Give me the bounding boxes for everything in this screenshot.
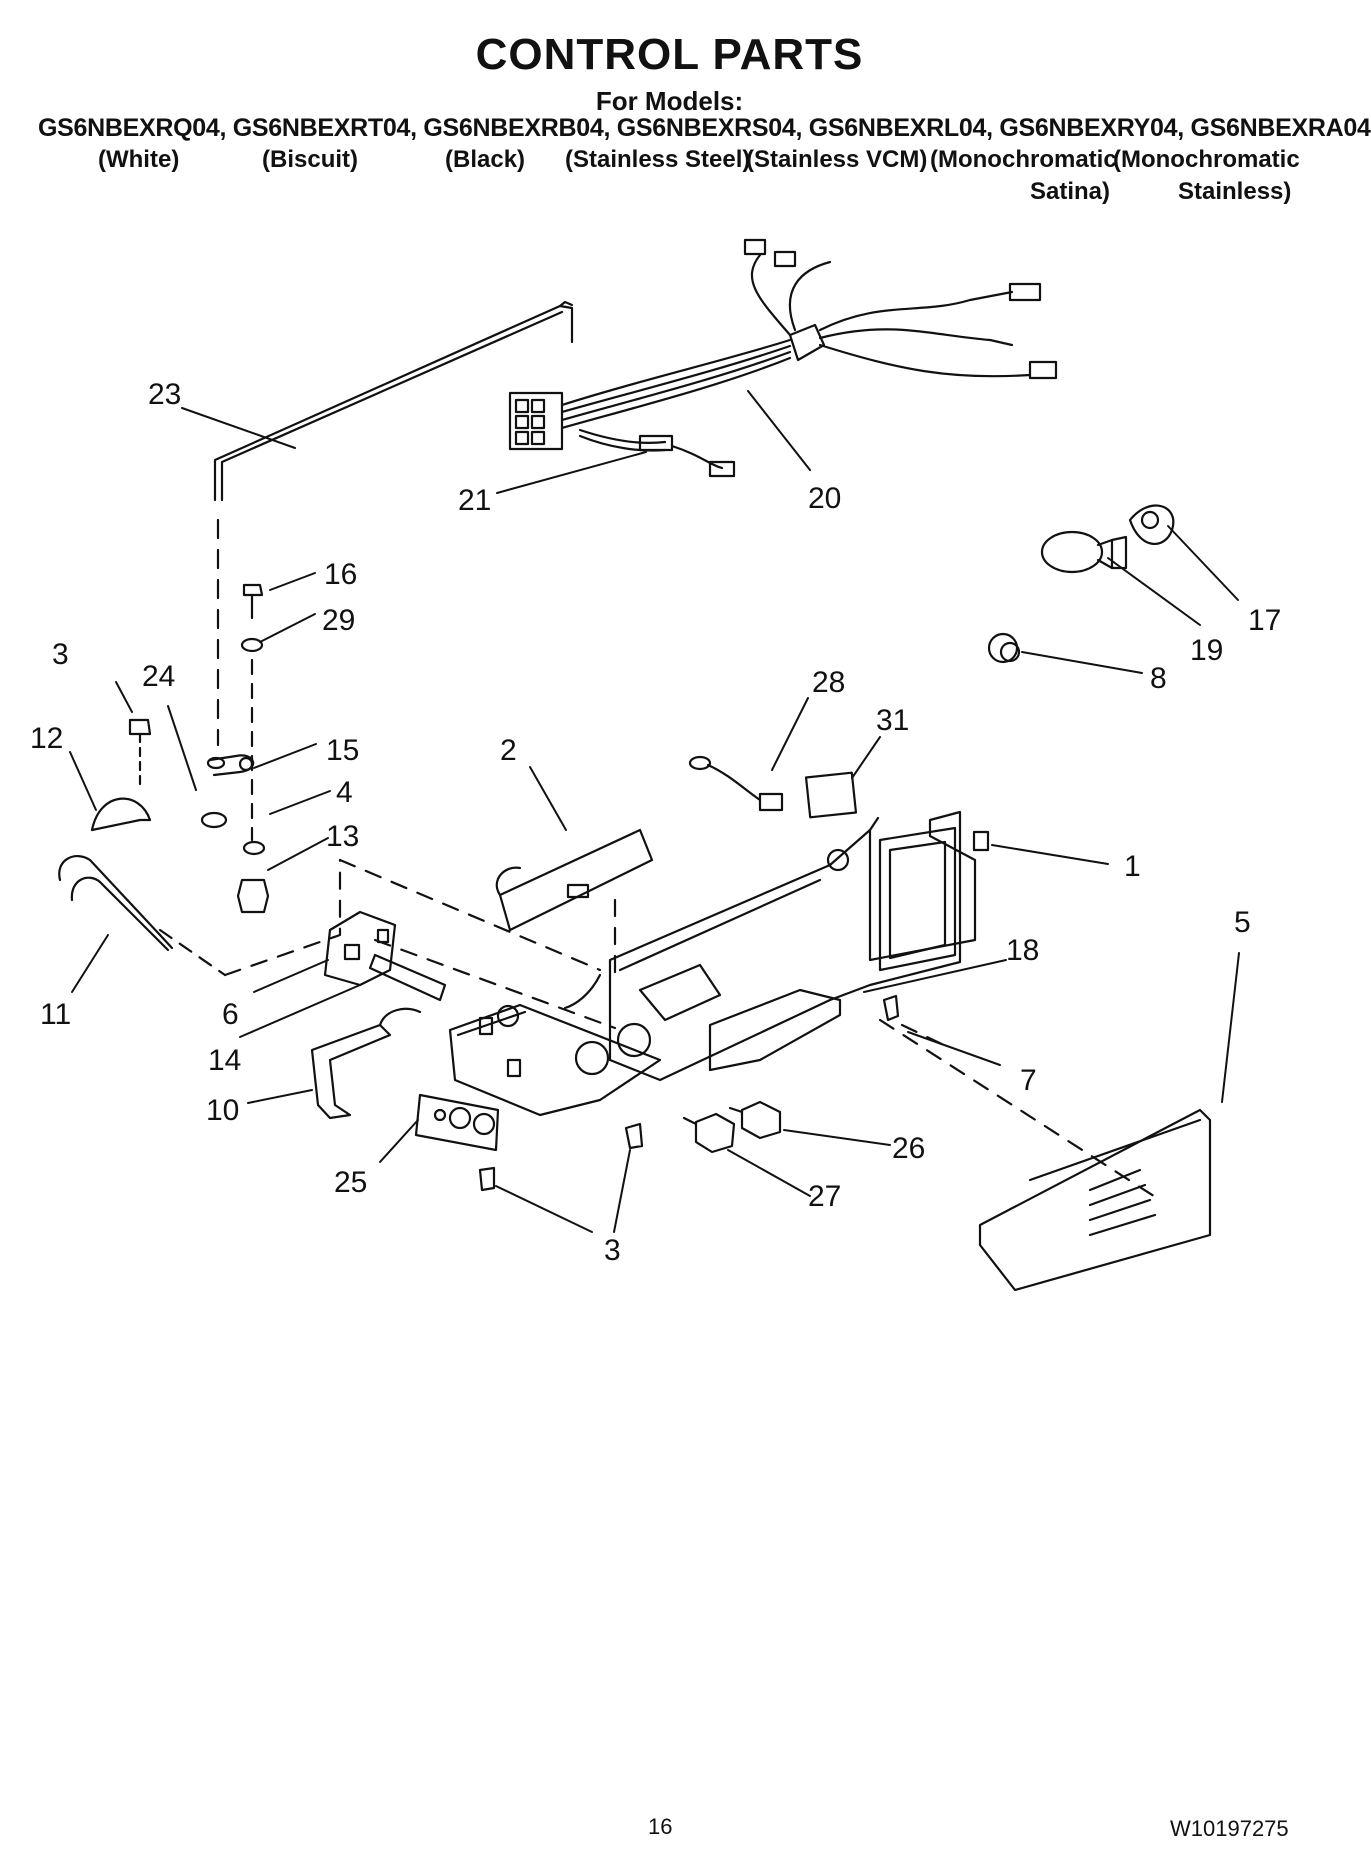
part-2-insulation — [495, 828, 654, 932]
part-20-21-wire-harness — [508, 238, 1058, 478]
callout-12: 12 — [30, 722, 63, 755]
variant-white: (White) — [98, 146, 180, 173]
part-31-pad — [804, 771, 858, 819]
variant-biscuit: (Biscuit) — [262, 146, 358, 173]
callout-17: 17 — [1248, 604, 1281, 637]
dashed-outlines — [223, 858, 1162, 1202]
variant-monochromatic-2: (Monochromatic — [1113, 146, 1300, 173]
part-25-bezel — [414, 1093, 500, 1152]
variant-stainless-steel: (Stainless Steel) — [565, 146, 751, 173]
part-18-shield — [708, 988, 842, 1072]
callout-21: 21 — [458, 484, 491, 517]
leader-lines — [69, 390, 1240, 1233]
callout-14: 14 — [208, 1044, 241, 1077]
callout-16: 16 — [324, 558, 357, 591]
callout-28: 28 — [812, 666, 845, 699]
variant-stainless-vcm: (Stainless VCM) — [746, 146, 928, 173]
part-1-control-housing — [448, 810, 990, 1117]
part-23-rod — [213, 300, 574, 502]
callout-1: 1 — [1124, 850, 1141, 883]
callout-8: 8 — [1150, 662, 1167, 695]
variant-satina: Satina) — [1030, 178, 1111, 205]
callout-20: 20 — [808, 482, 841, 515]
callout-29: 29 — [322, 604, 355, 637]
callout-10: 10 — [206, 1094, 239, 1127]
part-10-bracket — [310, 1007, 422, 1120]
variant-monochromatic-1: (Monochromatic — [930, 146, 1117, 173]
callout-3b: 3 — [604, 1234, 621, 1267]
part-17-19-lamp-and-socket — [1040, 504, 1175, 574]
callout-26: 26 — [892, 1132, 925, 1165]
callout-labels: 23 21 20 17 19 8 16 29 3 24 12 15 4 13 2… — [30, 378, 1281, 1267]
callout-11: 11 — [40, 998, 71, 1031]
callout-2: 2 — [500, 734, 517, 767]
callout-13: 13 — [326, 820, 359, 853]
part-8-plug — [987, 632, 1021, 664]
linkage-fasteners — [200, 583, 270, 914]
callout-6: 6 — [222, 998, 239, 1031]
callout-24: 24 — [142, 660, 175, 693]
model-numbers: GS6NBEXRQ04, GS6NBEXRT04, GS6NBEXRB04, G… — [38, 114, 1371, 142]
callout-4: 4 — [336, 776, 353, 809]
callout-7: 7 — [1020, 1064, 1037, 1097]
for-models-label: For Models: — [595, 86, 744, 116]
screws — [478, 994, 900, 1192]
variant-black: (Black) — [445, 146, 526, 173]
document-number: W10197275 — [1170, 1816, 1289, 1841]
page-title: CONTROL PARTS — [475, 30, 864, 79]
part-6-switch — [323, 910, 397, 987]
part-28-sensor — [688, 755, 784, 812]
exploded-parts-diagram: 23 21 20 17 19 8 16 29 3 24 12 15 4 13 2… — [30, 238, 1281, 1292]
callout-18: 18 — [1006, 934, 1039, 967]
part-5-grille — [978, 1108, 1212, 1292]
callout-3a: 3 — [52, 638, 69, 671]
part-11-12-shaft-and-clip — [58, 718, 227, 977]
callout-27: 27 — [808, 1180, 841, 1213]
callout-25: 25 — [334, 1166, 367, 1199]
part-14-foam-strip — [368, 953, 447, 1002]
callout-31: 31 — [876, 704, 909, 737]
callout-19: 19 — [1190, 634, 1223, 667]
callout-23: 23 — [148, 378, 181, 411]
callout-5: 5 — [1234, 906, 1251, 939]
part-26-27-knobs — [682, 1100, 782, 1154]
callout-15: 15 — [326, 734, 359, 767]
variant-stainless: Stainless) — [1178, 178, 1292, 205]
page-number: 16 — [648, 1814, 673, 1839]
